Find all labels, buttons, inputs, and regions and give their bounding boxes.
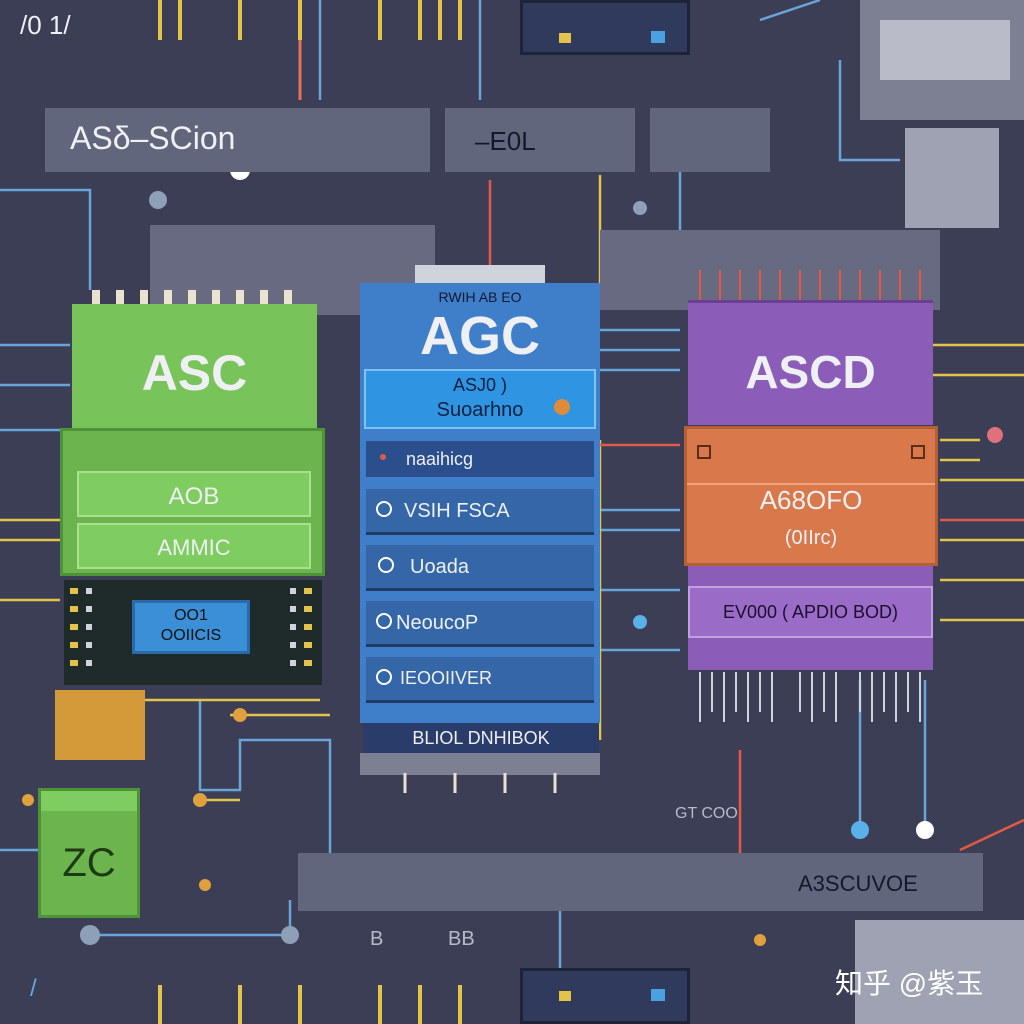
watermark: 知乎 @紫玉 (835, 968, 984, 999)
blue-chip-title: AGC (420, 306, 540, 366)
bottom-traces (158, 985, 462, 1024)
blue-chip-row-1-label: VSIH FSCA (404, 500, 510, 522)
blue-chip-row-2-label: Uoada (410, 556, 469, 578)
corner-square-icon (697, 445, 711, 459)
purple-chip-orange-line1: A68OFO (759, 485, 863, 515)
bottom-bar-label: A3SCUVOE (798, 871, 918, 896)
blue-chip-header-line: RWIH AB EO (438, 289, 522, 305)
radio-icon (378, 557, 394, 573)
purple-chip-band-label: EV000 ( APDIO BOD) (722, 602, 899, 622)
corner-label-top-left: /0 1/ (20, 10, 71, 40)
blue-chip-legs (403, 773, 557, 793)
green-chip-box2: AMMIC (77, 523, 311, 569)
green-chip-top: ASC (72, 304, 317, 429)
blue-chip-cap (415, 265, 545, 283)
red-dot-icon (380, 454, 386, 460)
green-chip-box2-label: AMMIC (157, 535, 231, 560)
orange-divider (687, 483, 935, 485)
purple-chip-legs (699, 672, 921, 722)
connector-block (905, 128, 999, 228)
green-chip-title: ASC (141, 345, 248, 401)
purple-chip-orange-line2: (0IIrc) (784, 527, 838, 549)
status-dot (554, 399, 570, 415)
purple-chip-lower: EV000 ( APDIO BOD) (688, 566, 933, 670)
top-label-bar-left: ASδ–SCion (45, 108, 430, 172)
blue-chip-row-4[interactable]: IEOOIIVER (366, 657, 594, 703)
blue-chip-footer: BLIOL DNHIBOK (363, 723, 599, 753)
small-green-chip[interactable]: ZC (38, 788, 140, 918)
blue-chip-row-0[interactable]: naaihicg (366, 441, 594, 477)
purple-chip-title: ASCD (745, 346, 876, 398)
small-green-chip-top (41, 791, 137, 811)
blue-chip-body: RWIH AB EO AGC ASJ0 ) Suoarhno naaihicg … (360, 283, 600, 723)
corner-label-bottom-left: / (30, 975, 37, 1002)
blue-chip-row-3-label: NeoucoP (396, 612, 479, 634)
bottom-mark-2: BB (448, 928, 475, 950)
led-yellow (559, 33, 571, 43)
top-label-bar-right (650, 108, 770, 172)
green-chip-base-pins (70, 588, 312, 666)
small-green-chip-label: ZC (62, 841, 116, 885)
blue-chip-row-2[interactable]: Uoada (366, 545, 594, 591)
radio-icon (376, 613, 392, 629)
top-label-bar-mid: –E0L (445, 108, 635, 172)
purple-chip-orange-panel: A68OFO (0IIrc) (684, 426, 938, 566)
orange-pad (55, 690, 145, 760)
radio-icon (376, 501, 392, 517)
green-chip-inner-label: OO1 OOIICIS (132, 600, 250, 654)
purple-chip-top: ASCD (688, 300, 933, 425)
radio-icon (376, 669, 392, 685)
blue-chip-sub1: ASJ0 ) (452, 375, 508, 395)
right-small-label: GT COO (675, 805, 738, 822)
blue-chip-row-0-label: naaihicg (406, 449, 474, 469)
corner-square-icon (911, 445, 925, 459)
green-chip-inner-line2: OOIICIS (160, 627, 222, 644)
led-blue (651, 31, 665, 43)
top-right-panel (880, 20, 1010, 80)
blue-chip-row-4-label: IEOOIIVER (400, 668, 493, 688)
purple-chip-band: EV000 ( APDIO BOD) (688, 586, 933, 638)
green-chip-base: OO1 OOIICIS (64, 580, 322, 685)
purple-chip-pins-top (699, 270, 921, 300)
green-chip-inner-line1: OO1 (174, 607, 208, 624)
bottom-right-block (855, 920, 1024, 1024)
green-chip[interactable]: ASC AOB AMMIC OO1 O (60, 288, 325, 688)
blue-chip-sub-box: ASJ0 ) Suoarhno (364, 369, 596, 429)
blue-chip-sub2: Suoarhno (436, 399, 524, 421)
blue-chip-row-1[interactable]: VSIH FSCA (366, 489, 594, 535)
bottom-label-bar: A3SCUVOE (298, 853, 983, 911)
blue-chip[interactable]: RWIH AB EO AGC ASJ0 ) Suoarhno naaihicg … (355, 265, 603, 795)
green-chip-body: AOB AMMIC (60, 428, 325, 576)
top-bar-right-label: –E0L (475, 126, 536, 156)
purple-chip-backplate (600, 230, 940, 310)
bottom-center-module (520, 968, 690, 1024)
blue-chip-footer-label: BLIOL DNHIBOK (412, 728, 550, 748)
purple-chip[interactable]: ASCD A68OFO (0IIrc) EV000 ( APDIO BOD) (680, 270, 942, 740)
led-yellow (559, 991, 571, 1001)
green-chip-box1-label: AOB (168, 483, 220, 510)
top-bar-left-label: ASδ–SCion (70, 120, 236, 156)
blue-chip-base (360, 753, 600, 775)
green-chip-box1: AOB (77, 471, 311, 517)
led-blue (651, 989, 665, 1001)
green-chip-pins-top (92, 290, 292, 306)
bottom-mark-1: B (370, 928, 384, 950)
top-center-module (520, 0, 690, 55)
blue-chip-row-3[interactable]: NeoucoP (366, 601, 594, 647)
